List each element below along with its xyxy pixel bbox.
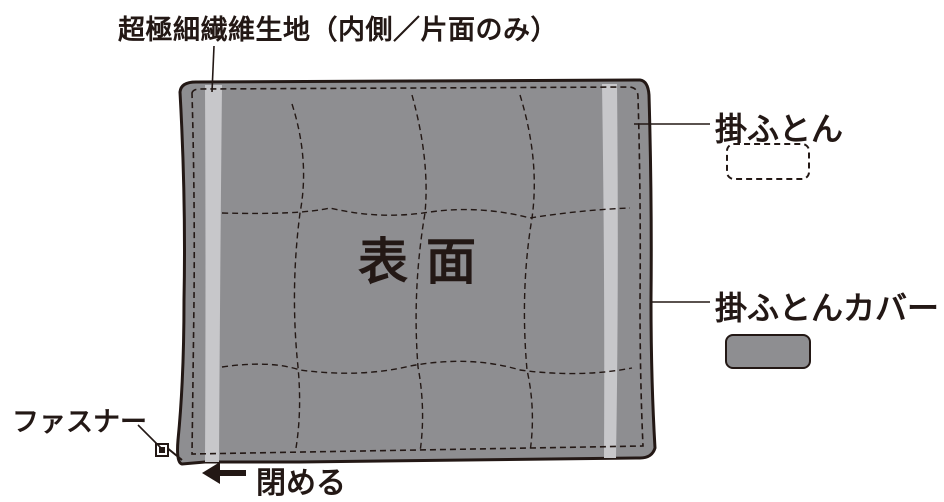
inner-fabric-label: 超極細繊維生地（内側／片面のみ） — [118, 15, 558, 46]
quilting-lines — [221, 94, 633, 453]
edge-stitching — [191, 86, 644, 455]
close-direction-label: 閉める — [256, 466, 346, 501]
inner-fabric-strip-right — [602, 84, 618, 458]
inner-fabric-strip-left — [205, 85, 222, 462]
kakebuton-legend-swatch — [726, 143, 810, 180]
duvet-cover-body — [176, 78, 657, 466]
left-arrow-icon — [202, 462, 246, 484]
leader-line-fastener — [137, 424, 165, 452]
cover-legend-swatch — [725, 334, 811, 369]
cover-label: 掛ふとんカバー — [715, 289, 940, 327]
fastener-label: ファスナー — [12, 407, 147, 438]
leader-line-top — [211, 45, 215, 93]
kakebuton-label: 掛ふとん — [715, 110, 844, 148]
surface-label: 表面 — [358, 233, 494, 291]
